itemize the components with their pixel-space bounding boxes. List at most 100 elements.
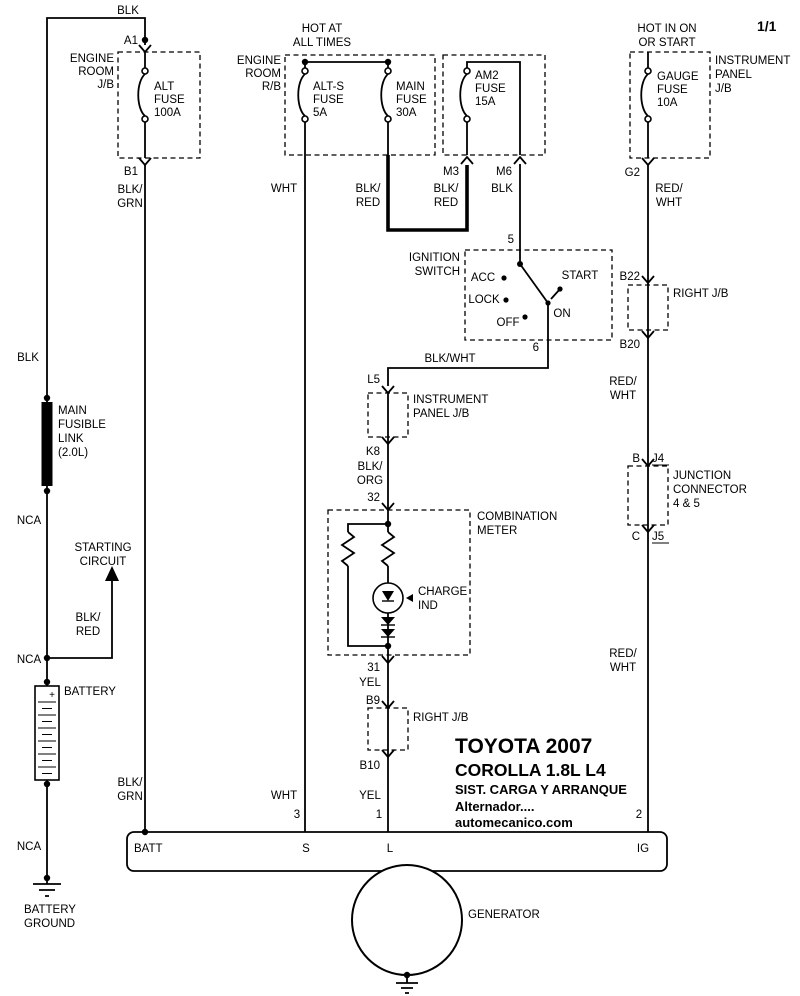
title-system: SIST. CARGA Y ARRANQUE — [455, 782, 627, 797]
charge-indicator-icon — [372, 582, 404, 614]
wire-color-label: RED/ — [609, 648, 637, 660]
junction-connector-box — [627, 465, 669, 526]
ignition-switch-box — [464, 249, 613, 341]
generator-terminal-label: BATT — [134, 843, 163, 855]
fuse-icon — [137, 67, 149, 123]
battery-icon: + — [34, 685, 60, 781]
fuse-label: GAUGE — [657, 71, 699, 83]
generator-terminal-label: L — [387, 843, 394, 855]
terminal-label: 31 — [367, 662, 380, 674]
terminal-chevron-icon — [381, 385, 395, 395]
fuse-label: 10A — [657, 97, 678, 109]
fuse-label: ALT-S — [313, 81, 344, 93]
switch-position-label: ACC — [471, 272, 495, 284]
terminal-chevron-icon — [641, 157, 655, 167]
am2-box — [442, 54, 546, 156]
switch-contacts — [387, 250, 563, 386]
terminal-label: B22 — [620, 271, 640, 283]
fuse-icon — [640, 67, 652, 123]
resistor-icon — [380, 531, 396, 567]
fusible-link-label: FUSIBLE — [58, 419, 106, 431]
engine-room-rb-box — [284, 54, 436, 156]
battery-ground-label: GROUND — [24, 918, 75, 930]
fuse-label: 5A — [313, 107, 327, 119]
block-name: JUNCTION — [673, 470, 731, 482]
terminal-chevron-icon — [381, 655, 395, 665]
wire-color-label: BLK/ — [358, 461, 384, 473]
fuse-label: FUSE — [475, 83, 506, 95]
right-jb-box — [627, 284, 669, 331]
wire-color-label: NCA — [17, 515, 42, 527]
block-name: RIGHT J/B — [673, 288, 729, 300]
wire-color-label: WHT — [656, 197, 682, 209]
right-jb-box — [367, 707, 409, 751]
terminal-label: G2 — [625, 167, 640, 179]
fusible-link-label: (2.0L) — [58, 447, 88, 459]
charge-indicator-label: CHARGE — [418, 586, 468, 598]
block-name: INSTRUMENT — [413, 394, 488, 406]
switch-position-label: ON — [553, 308, 570, 320]
power-source-label: ALL TIMES — [293, 37, 351, 49]
engine-room-jb-box — [117, 51, 201, 159]
title-subsystem: Alternador.... — [455, 799, 534, 814]
generator-circle-icon — [351, 864, 463, 976]
fuse-label: FUSE — [396, 94, 427, 106]
diode-icon — [381, 617, 395, 638]
fuse-icon — [380, 67, 392, 123]
engine-room-jb-block: BLK A1 ENGINE ROOM J/B ALT FUSE 100A B1 … — [70, 5, 201, 832]
fuse-label: FUSE — [313, 94, 344, 106]
block-name: J/B — [715, 83, 732, 95]
wire-color-label: NCA — [17, 654, 42, 666]
terminal-label: M6 — [496, 166, 512, 178]
terminal-pin-label: 2 — [636, 809, 642, 821]
ground-icon — [33, 883, 61, 897]
terminal-chevron-icon — [138, 157, 152, 167]
wire-color-label: WHT — [610, 390, 636, 402]
block-name: CONNECTOR — [673, 484, 747, 496]
wire-color-label: WHT — [610, 662, 636, 674]
wire-color-label: GRN — [117, 198, 143, 210]
pointer-arrow-icon — [406, 594, 413, 602]
block-name: RIGHT J/B — [413, 712, 469, 724]
wire-color-label: BLK/ — [76, 612, 102, 624]
switch-position-label: START — [562, 270, 599, 282]
terminal-chevron-icon — [381, 749, 395, 759]
wire-color-label: ORG — [357, 475, 383, 487]
block-name: COMBINATION — [477, 511, 557, 523]
terminal-label: B20 — [620, 339, 640, 351]
fuse-icon — [297, 67, 309, 123]
fuse-label: 15A — [475, 96, 496, 108]
fuse-label: FUSE — [657, 84, 688, 96]
terminal-chevron-icon — [641, 275, 655, 285]
battery-ground-label: BATTERY — [24, 904, 76, 916]
title-website: automecanico.com — [455, 815, 573, 830]
wire-color-label: GRN — [117, 791, 143, 803]
instrument-panel-jb-box — [629, 51, 711, 159]
terminal-label: B — [632, 453, 640, 465]
page-indicator: 1/1 — [757, 18, 777, 34]
instrument-panel-jb-mid-block: L5 INSTRUMENT PANEL J/B K8 BLK/ ORG — [357, 374, 488, 532]
terminal-label: K8 — [366, 446, 380, 458]
fuse-label: ALT — [154, 81, 174, 93]
wire-color-label: RED — [434, 197, 458, 209]
arrow-up-icon — [105, 566, 119, 581]
block-name: 4 & 5 — [673, 498, 700, 510]
block-name: METER — [477, 525, 517, 537]
wire-color-label: WHT — [271, 790, 297, 802]
main-fusible-link-icon — [41, 402, 53, 486]
terminal-label: M3 — [443, 166, 459, 178]
ground-icon — [396, 971, 418, 994]
fuse-label: AM2 — [475, 70, 499, 82]
generator-block: 3 BATT S L IG GENERATOR — [126, 809, 668, 994]
wire-color-label: BLK/ — [434, 183, 460, 195]
block-name: SWITCH — [415, 266, 460, 278]
block-name: J/B — [97, 79, 114, 91]
power-source-label: OR START — [638, 37, 695, 49]
terminal-pin-label: 3 — [294, 809, 300, 821]
fuse-label: 100A — [154, 107, 181, 119]
connector-name-label: J4 — [652, 453, 665, 465]
generator-terminal-label: S — [302, 843, 310, 855]
block-name: ENGINE — [237, 55, 281, 67]
terminal-label: 6 — [533, 342, 539, 354]
power-source-label: HOT IN ON — [637, 23, 696, 35]
